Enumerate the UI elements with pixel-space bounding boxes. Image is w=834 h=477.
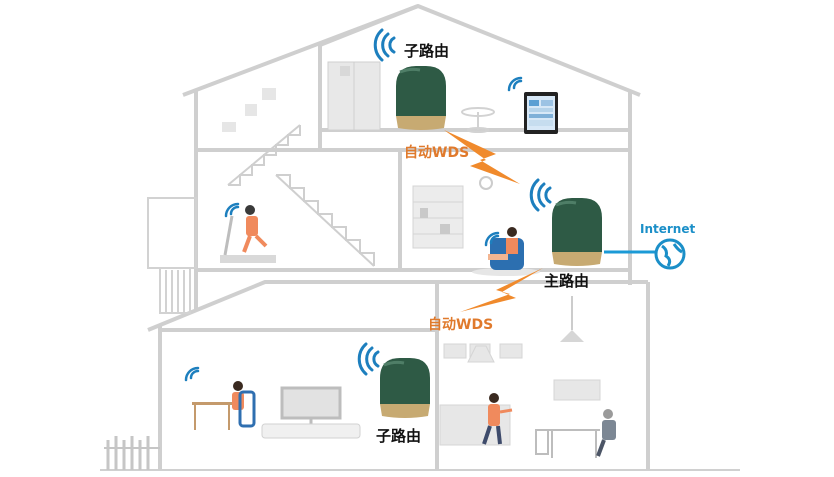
staircase [227,124,375,267]
wifi-icon [357,342,380,376]
router-label-top: 子路由 [404,42,450,60]
router-icon [396,66,446,130]
router-label-main: 主路由 [544,272,590,290]
router-icon [380,358,430,418]
wds-label-upper: 自动WDS [404,145,470,161]
wifi-icon [529,178,552,212]
tv-cabinet [261,386,361,439]
balcony [147,197,197,314]
wall-frames [222,88,276,132]
wds-label-lower: 自动WDS [428,317,494,333]
desk-worker [192,381,256,430]
wifi-icon [373,28,396,62]
treadmill-runner [220,205,276,263]
person-cooking [482,393,513,445]
lightning-bolt-icon [444,130,520,184]
dining-table [535,429,600,458]
fence [104,436,160,470]
wifi-icon [184,366,200,382]
elderly-person [596,409,616,457]
round-table [461,107,495,133]
lightning-bolt-icon [460,268,543,312]
ceiling-lamp [560,296,584,342]
internet-label: Internet [640,222,696,236]
globe-icon [654,238,686,270]
tablet-icon [524,92,558,134]
wifi-icon [507,76,523,92]
router-label-bottom: 子路由 [376,427,422,445]
bookshelf [412,185,464,249]
wifi-icon [484,231,500,247]
router-icon [552,198,602,266]
person-armchair [472,227,540,276]
wifi-icon [224,202,240,218]
wardrobe [327,61,381,131]
wall-clock [479,176,493,190]
